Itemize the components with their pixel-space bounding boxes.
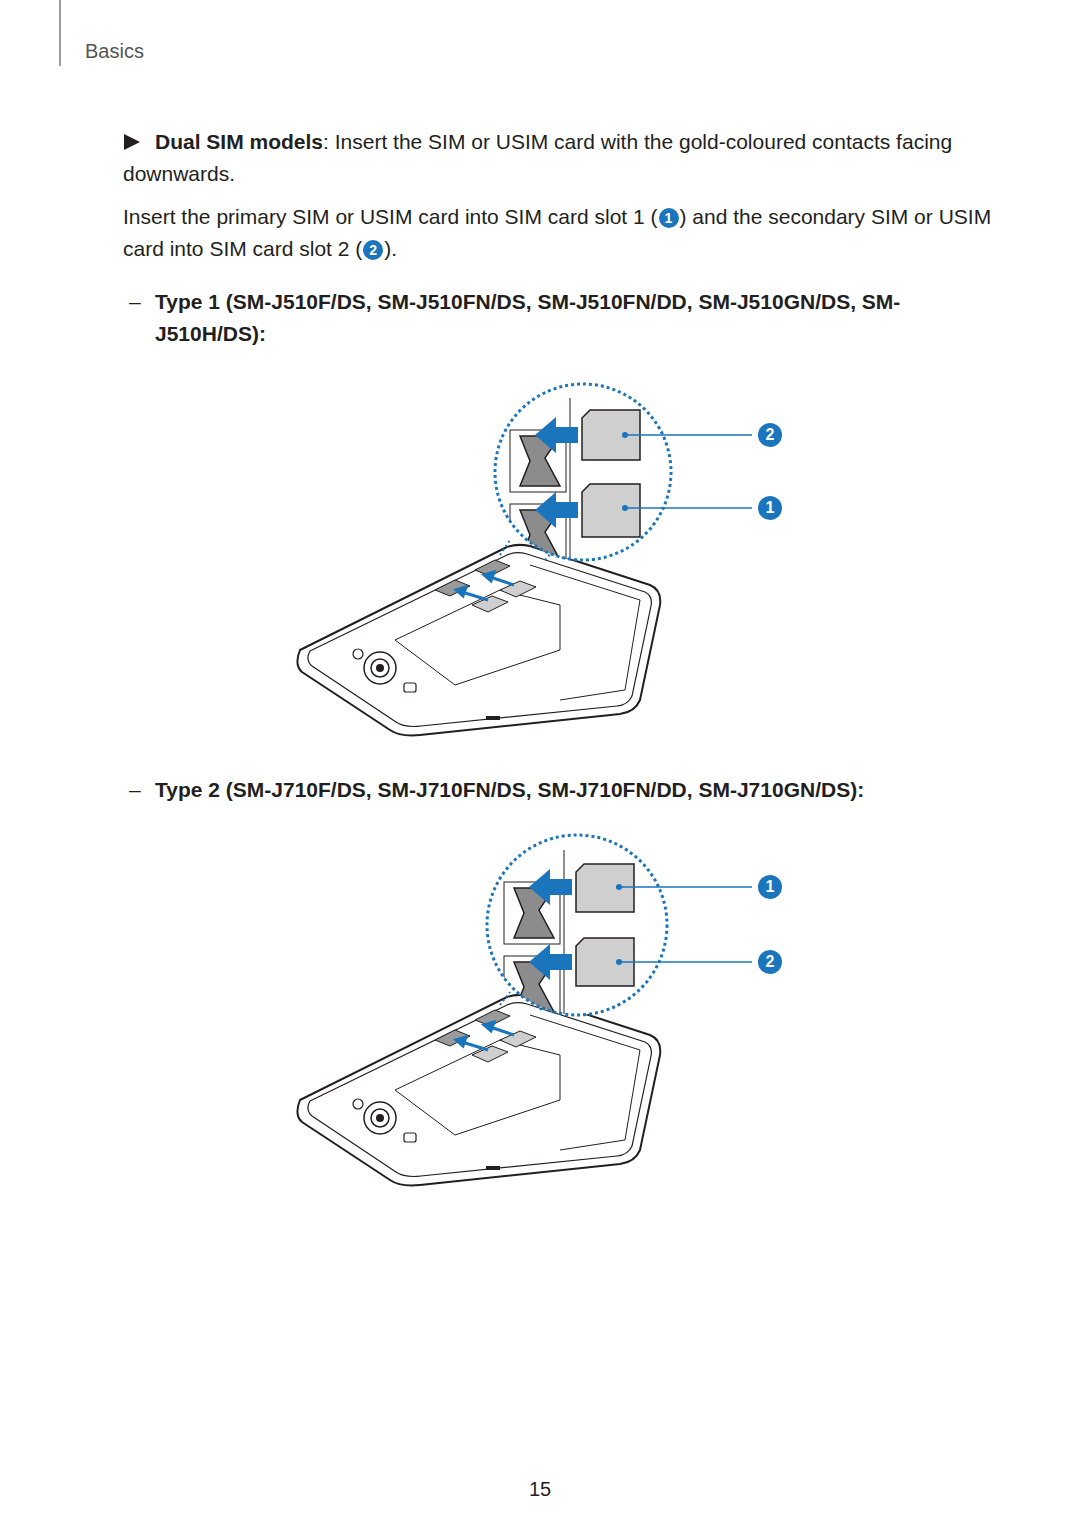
bold-lead: Dual SIM models xyxy=(155,130,323,153)
callout-number: 2 xyxy=(758,423,782,447)
section-header: Basics xyxy=(85,40,144,63)
callout-number: 1 xyxy=(758,496,782,520)
instruction-text: Insert the primary SIM or USIM card into… xyxy=(123,205,658,228)
page-number: 15 xyxy=(0,1478,1080,1501)
instruction-text: ). xyxy=(384,237,397,260)
callout-number: 1 xyxy=(758,875,782,899)
instruction-paragraph: Insert the primary SIM or USIM card into… xyxy=(123,201,993,265)
callout-number: 1 xyxy=(659,208,679,228)
model-type-heading: Type 1 (SM-J510F/DS, SM-J510FN/DS, SM-J5… xyxy=(155,290,900,345)
callout-number: 2 xyxy=(758,950,782,974)
model-list: –Type 2 (SM-J710F/DS, SM-J710FN/DS, SM-J… xyxy=(123,774,993,806)
model-type-heading: Type 2 (SM-J710F/DS, SM-J710FN/DS, SM-J7… xyxy=(155,778,864,801)
list-dash: – xyxy=(129,286,141,318)
model-list: –Type 1 (SM-J510F/DS, SM-J510FN/DS, SM-J… xyxy=(123,286,993,350)
instruction-paragraph: Dual SIM models: Insert the SIM or USIM … xyxy=(123,126,993,190)
callout-number: 2 xyxy=(363,240,383,260)
list-dash: – xyxy=(129,774,141,806)
